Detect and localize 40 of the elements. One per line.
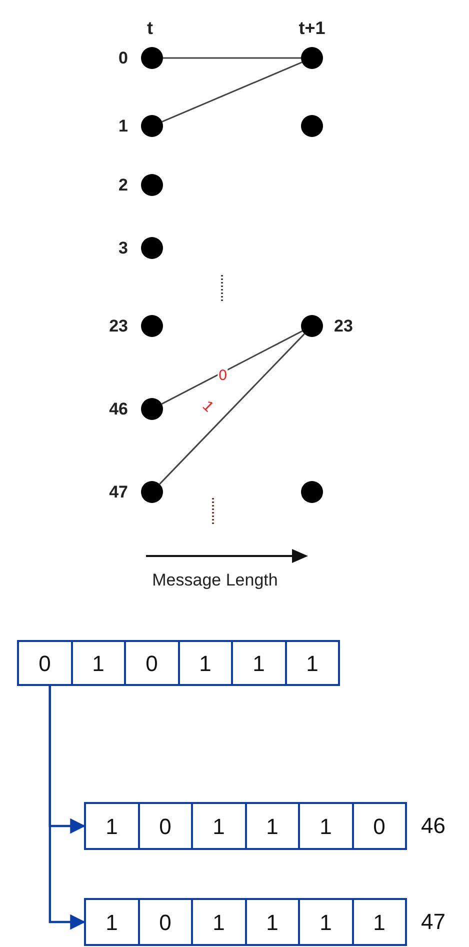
bit-cell: 1 xyxy=(193,804,246,848)
register xyxy=(84,898,407,946)
bit-cell: 1 xyxy=(300,804,354,848)
row-number: 47 xyxy=(421,911,446,933)
bit-cell: 1 xyxy=(180,642,233,684)
state-number: 46 xyxy=(109,400,128,418)
state-number: 0 xyxy=(118,50,128,66)
connector-line xyxy=(159,333,305,485)
bit-cell: 0 xyxy=(140,804,193,848)
connector-line xyxy=(162,62,302,122)
state-number: 1 xyxy=(118,118,128,134)
state-number: 23 xyxy=(334,318,353,334)
bit-cell: 0 xyxy=(126,642,180,684)
bit-cell: 0 xyxy=(354,804,405,848)
bit-cell: 1 xyxy=(193,900,246,944)
bit-cell: 1 xyxy=(246,804,300,848)
time-label: t xyxy=(147,19,153,37)
register xyxy=(84,802,407,850)
state-number: 23 xyxy=(109,318,128,334)
bit-cell: 1 xyxy=(354,900,405,944)
state-number: 47 xyxy=(109,484,128,500)
bit-cell: 1 xyxy=(86,900,140,944)
connector-line xyxy=(163,57,301,59)
bit-cell: 1 xyxy=(72,642,126,684)
edge-label: 0 xyxy=(218,368,228,383)
arrow xyxy=(48,686,86,930)
bit-cell: 1 xyxy=(286,642,338,684)
bit-cell: 0 xyxy=(19,642,72,684)
bit-cell: 0 xyxy=(140,900,193,944)
bit-cell: 1 xyxy=(300,900,354,944)
register xyxy=(17,640,340,686)
bit-cell: 1 xyxy=(246,900,300,944)
row-number: 46 xyxy=(421,815,446,837)
bit-cell: 1 xyxy=(86,804,140,848)
bit-cell: 1 xyxy=(233,642,286,684)
state-number: 3 xyxy=(118,240,128,256)
axis-label: Message Length xyxy=(152,572,278,588)
state-number: 2 xyxy=(118,176,128,194)
connector-line xyxy=(161,330,303,405)
time-label: t+1 xyxy=(298,19,326,37)
